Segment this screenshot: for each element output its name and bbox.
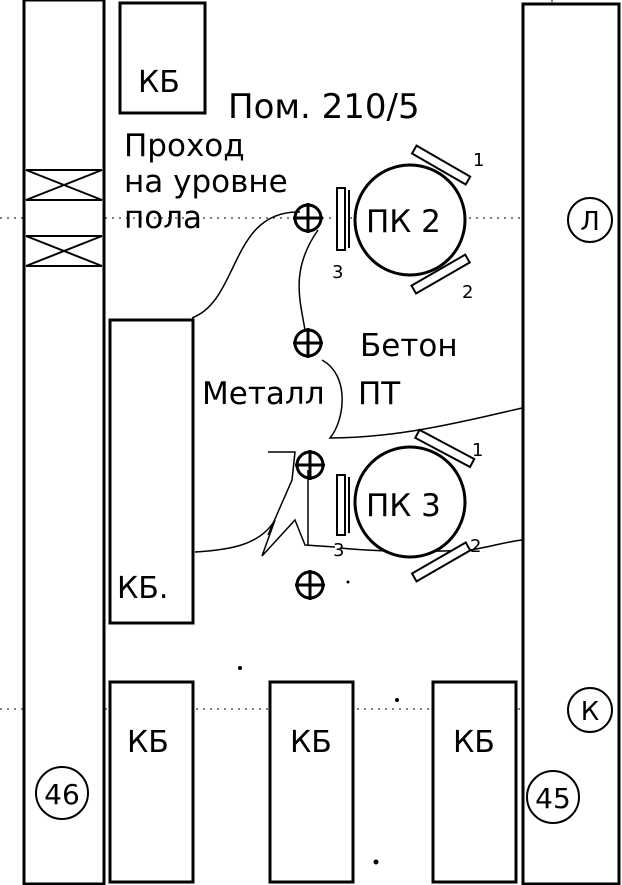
cabinet-bottom-2-label: КБ [290, 725, 332, 760]
axis-marker-l [567, 197, 613, 243]
cabinet-bottom-1 [108, 680, 195, 884]
cabinet-bottom-2 [268, 680, 355, 884]
pk2-port-3-flange [336, 187, 346, 251]
device-pk2 [336, 144, 472, 295]
pk3-port-1-flange [413, 428, 476, 469]
passage-label-line-1: Проход [124, 128, 245, 164]
pk2-label: ПК 2 [366, 204, 441, 240]
cabinets [108, 1, 518, 884]
axis-markers [35, 197, 613, 824]
pk3-port-1-label: 1 [472, 440, 483, 461]
axis-marker-k [567, 687, 613, 733]
cabinet-bottom-3 [431, 680, 518, 884]
left-wall [22, 0, 106, 885]
pipe-symbol-3 [295, 450, 325, 480]
pk3-body [353, 445, 467, 559]
axis-marker-46-label: 46 [44, 778, 80, 811]
room-label: Пом. 210/5 [228, 87, 420, 127]
pk2-port-2-label: 2 [462, 282, 473, 303]
pk3-port-3-flange [336, 474, 346, 536]
passage-label-line-3: пола [124, 200, 202, 236]
passage-hatch [25, 169, 103, 267]
pk2-port-3-label: 3 [332, 262, 343, 283]
pt-label: ПТ [358, 376, 401, 412]
passage-label-line-2: на уровне [124, 164, 288, 200]
pk3-label: ПК 3 [366, 488, 441, 524]
axis-marker-45 [526, 770, 580, 824]
labels: Пом. 210/5 Проход на уровне пола КБ КБ. … [44, 65, 600, 815]
cabinet-bottom-3-label: КБ [453, 725, 495, 760]
cabinet-bottom-1-label: КБ [127, 725, 169, 760]
axis-marker-45-label: 45 [535, 782, 571, 815]
pipe-symbol-1 [293, 203, 323, 233]
concrete-label: Бетон [360, 328, 458, 364]
cable-4 [194, 518, 336, 557]
cabinet-top-label: КБ [138, 65, 180, 100]
pipe-symbol-4 [295, 570, 325, 600]
cable-1 [191, 211, 301, 319]
axis-marker-46 [35, 766, 89, 820]
right-wall [521, 2, 621, 885]
pk3-port-3-label: 3 [333, 540, 344, 561]
device-pk3 [336, 428, 476, 583]
pipe-symbols [293, 203, 325, 600]
pk2-port-2-flange [410, 253, 472, 295]
pk2-port-1-label: 1 [473, 150, 484, 171]
pk2-port-1-flange [410, 144, 472, 186]
pk3-port-2-flange [410, 541, 472, 583]
metal-label: Металл [202, 376, 325, 412]
cable-5 [267, 451, 296, 536]
pk2-body [353, 163, 467, 277]
small-dots [238, 580, 399, 865]
cable-3 [321, 359, 523, 439]
cabinet-top [118, 1, 207, 115]
cable-2 [298, 229, 319, 331]
pk3-port-2-label: 2 [470, 536, 481, 557]
pipe-symbol-2 [293, 328, 323, 358]
axis-marker-k-label: К [581, 697, 599, 727]
axis-marker-l-label: Л [580, 207, 600, 237]
cabinet-left-tall-label: КБ. [117, 571, 168, 606]
left-wall-rect [22, 0, 106, 885]
cabinet-left-tall [108, 318, 195, 625]
